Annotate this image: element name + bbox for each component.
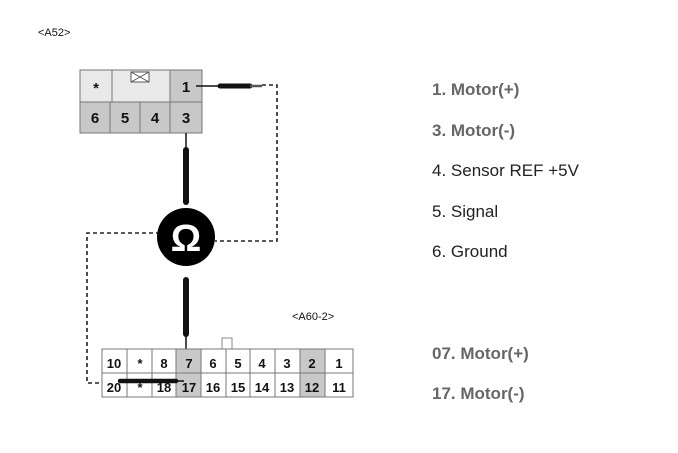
a60-cell-top-3 (175, 348, 202, 374)
a52-pin4-label: 4. Sensor REF +5V (432, 161, 579, 180)
dashed-wire-a52-pin1 (215, 84, 278, 242)
a60-cell-bottom-4 (200, 372, 227, 398)
a60-pin-text: 3 (283, 356, 290, 371)
a60-pin-text: 14 (255, 380, 270, 395)
a52-pin6-label: 6. Ground (432, 242, 508, 261)
a60-cell-bottom-9 (324, 372, 354, 398)
a52-pin3-label: 3. Motor(-) (432, 121, 516, 140)
a60-pin-text: 16 (206, 380, 220, 395)
connector-a60: 10 * 8 7 6 5 4 3 2 1 20 * 18 17 16 15 14… (101, 337, 354, 398)
a60-pin-text: 5 (234, 356, 241, 371)
a52-pin5-label: 5. Signal (432, 202, 499, 221)
a52-cell-5 (109, 101, 141, 134)
connector-a60-label: <A60-2> (292, 311, 335, 323)
a60-cell-top-2 (151, 348, 177, 374)
a60-pin-text: 4 (258, 356, 266, 371)
a60-cell-top-0 (101, 348, 128, 374)
ohm-icon: Ω (171, 218, 201, 260)
a52-cell-6 (79, 101, 111, 134)
a60-pin-text: 11 (332, 380, 346, 395)
connector-a52: * 1 6 5 4 3 (79, 69, 203, 134)
connector-a52-label: <A52> (38, 27, 71, 39)
a60-pin-text: 8 (160, 356, 167, 371)
a60-pin17-label: 17. Motor(-) (432, 384, 525, 403)
a60-pin-text: 12 (305, 380, 319, 395)
a52-pin-text: 4 (151, 110, 160, 127)
a52-pin-text: 3 (182, 110, 190, 127)
a52-cell-star (79, 69, 113, 103)
a52-pin-text: * (93, 80, 99, 97)
a60-pin-text: 6 (209, 356, 216, 371)
a60-cell-bottom-3 (175, 372, 202, 398)
a60-cell-top-8 (299, 348, 326, 374)
a52-pin-text: 5 (121, 110, 129, 127)
a60-pin-text: 15 (231, 380, 245, 395)
a52-pin-text: 1 (182, 79, 190, 96)
a60-cell-bottom-7 (274, 372, 301, 398)
a52-cell-3 (169, 101, 203, 134)
a60-cell-bottom-6 (249, 372, 276, 398)
a60-pin-text: 2 (308, 356, 315, 371)
a60-pin7-label: 07. Motor(+) (432, 344, 529, 363)
a60-cell-top-4 (200, 348, 227, 374)
latch-icon (130, 71, 150, 83)
a60-pin-text: 20 (107, 380, 121, 395)
a60-pin-text: 10 (107, 356, 121, 371)
a60-pin-text: 7 (185, 356, 192, 371)
a60-cell-bottom-8 (299, 372, 326, 398)
a52-pin-text: 6 (91, 110, 99, 127)
a60-pin-text: 18 (157, 380, 171, 395)
a52-pin1-label: 1. Motor(+) (432, 80, 520, 99)
ohmmeter: Ω (157, 208, 215, 266)
a60-pin-text: 1 (335, 356, 342, 371)
a60-latch-icon (221, 337, 233, 350)
a60-pin-text: 13 (280, 380, 294, 395)
a60-cell-top-7 (274, 348, 301, 374)
a52-cell-4 (139, 101, 171, 134)
a60-pin-text: * (137, 380, 143, 395)
a60-pin-text: * (137, 356, 143, 371)
a60-pin-text: 17 (182, 380, 196, 395)
